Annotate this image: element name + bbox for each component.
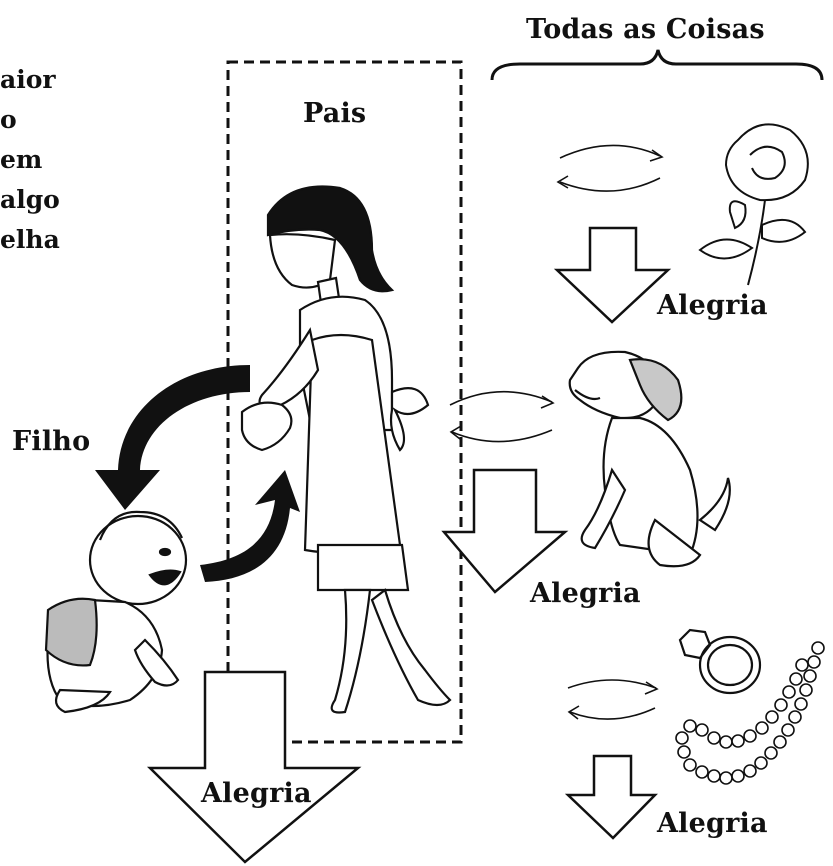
- arrow-down-flower: [557, 228, 668, 322]
- rose-stem: [748, 200, 765, 285]
- mother-apron-bow: [391, 388, 428, 450]
- arrow-down-jewelry: [568, 756, 655, 838]
- curly-brace: [492, 50, 822, 80]
- mother-leg-front: [332, 590, 370, 713]
- dog-figure: [570, 352, 730, 566]
- exchange-arrows-flower: [558, 145, 662, 191]
- label-alegria-flower: Alegria: [657, 292, 768, 319]
- baby-eye: [160, 549, 170, 555]
- ring-gem: [680, 630, 710, 658]
- rose-bloom: [726, 124, 808, 200]
- label-pais: Pais: [303, 100, 366, 127]
- mother-figure: [242, 187, 450, 713]
- ring-figure: [680, 630, 760, 693]
- rose-leaf-3: [730, 201, 746, 228]
- rose-figure: [700, 124, 808, 285]
- rose-leaf-2: [762, 220, 805, 242]
- dog-tail: [700, 478, 730, 530]
- mother-hands: [242, 403, 291, 450]
- baby-leg: [56, 690, 110, 712]
- rose-leaf-1: [700, 239, 752, 258]
- baby-diaper: [46, 599, 97, 666]
- arrow-down-parent: [150, 672, 358, 862]
- label-alegria-dog: Alegria: [530, 580, 641, 607]
- exchange-arrows-dog: [450, 392, 553, 442]
- exchange-arrows-jewelry: [568, 680, 657, 719]
- label-alegria-jewelry: Alegria: [657, 810, 768, 837]
- label-todas-as-coisas: Todas as Coisas: [526, 16, 765, 43]
- mother-skirt: [318, 545, 408, 590]
- curved-arrow-child-to-parent: [200, 470, 300, 582]
- label-alegria-parent: Alegria: [201, 780, 312, 807]
- baby-figure: [46, 512, 186, 712]
- mother-leg-back: [372, 590, 450, 705]
- label-filho: Filho: [12, 428, 90, 455]
- necklace-figure: [676, 642, 824, 784]
